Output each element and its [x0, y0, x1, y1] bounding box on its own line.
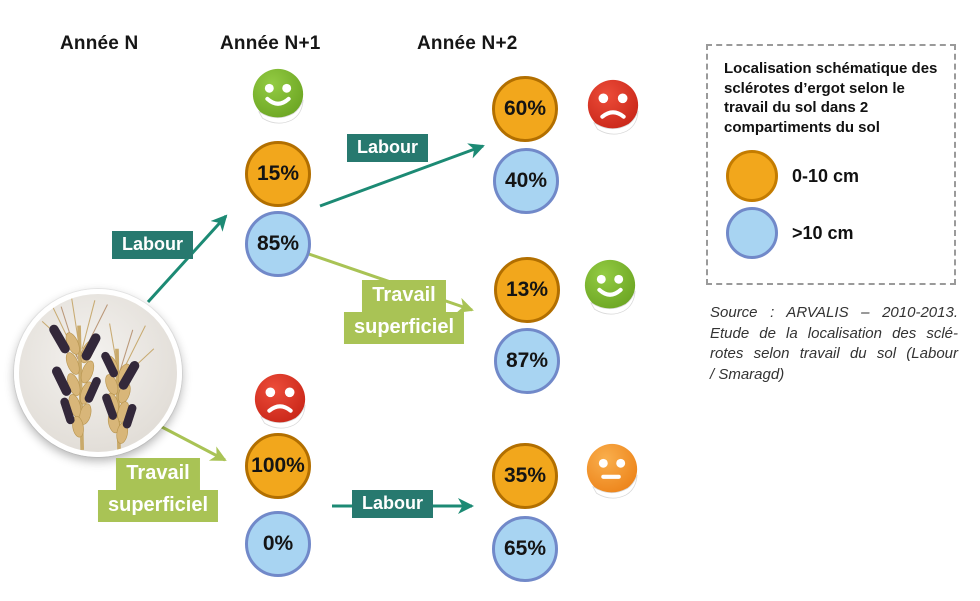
source-caption: Source : ARVALIS – 2010-2013. Etude de l…: [710, 303, 958, 386]
column-header-annee-n2: Année N+2: [417, 33, 518, 54]
neutral-face-icon: [586, 443, 638, 499]
pct-circle-n1-labour-deep: 85%: [245, 211, 311, 277]
legend-box: Localisation schématique des sclérotes d…: [706, 44, 956, 285]
happy-face-icon: [584, 259, 636, 315]
pct-circle-n2-labour-labour-deep: 40%: [493, 148, 559, 214]
arrow-label-labour-n1travail-to-n2: Labour: [352, 490, 433, 518]
arrow-label-labour-n1-to-n2: Labour: [347, 134, 428, 162]
arrow-labour-n-to-n1: [146, 214, 228, 304]
orange-circle-icon: [726, 150, 778, 202]
arrow-label-travail-n-to-n1: Travail superficiel: [97, 458, 219, 522]
travail-label-line1: Travail: [362, 280, 446, 312]
arrow-travail-n-to-n1: [159, 424, 227, 462]
sad-face-icon: [254, 373, 306, 429]
ergot-wheat-photo-image: [19, 294, 177, 452]
legend-item-label: >10 cm: [792, 222, 854, 243]
source-line: Source : ARVALIS – 2010-2013.: [710, 304, 958, 321]
travail-label-line2: superficiel: [343, 312, 465, 344]
column-header-annee-n: Année N: [60, 33, 139, 54]
pct-circle-n1-labour-shallow: 15%: [245, 141, 311, 207]
pct-circle-n2-labour-travail-shallow: 13%: [494, 257, 560, 323]
arrow-label-labour-n-to-n1: Labour: [112, 231, 193, 259]
travail-label-line2: superficiel: [97, 490, 219, 522]
ergot-wheat-photo: [14, 289, 182, 457]
sad-face-icon: [587, 79, 639, 135]
source-line: Etude de la localisation des sclé-: [710, 324, 958, 342]
pct-circle-n1-travail-shallow: 100%: [245, 433, 311, 499]
happy-face-icon: [252, 68, 304, 124]
ergot-sclerotia: [49, 324, 140, 429]
pct-circle-n2-labour-travail-deep: 87%: [494, 328, 560, 394]
legend-item-0-10cm: 0-10 cm: [726, 150, 942, 202]
source-line: rotes selon travail du sol (Labour: [710, 345, 958, 363]
legend-item-label: 0-10 cm: [792, 165, 860, 186]
arrow-labour-n1-to-n2: [319, 143, 485, 208]
arrow-label-travail-n1-to-n2: Travail superficiel: [343, 280, 465, 344]
pct-circle-n2-travail-labour-shallow: 35%: [492, 443, 558, 509]
blue-circle-icon: [726, 207, 778, 259]
pct-circle-n2-travail-labour-deep: 65%: [492, 516, 558, 582]
source-line: / Smaragd): [710, 366, 785, 384]
pct-circle-n2-labour-labour-shallow: 60%: [492, 76, 558, 142]
travail-label-line1: Travail: [116, 458, 200, 490]
pct-circle-n1-travail-deep: 0%: [245, 511, 311, 577]
legend-title: Localisation schématique des sclérotes d…: [724, 60, 938, 136]
column-header-annee-n1: Année N+1: [220, 33, 321, 54]
legend-item-gt10cm: >10 cm: [726, 207, 942, 259]
